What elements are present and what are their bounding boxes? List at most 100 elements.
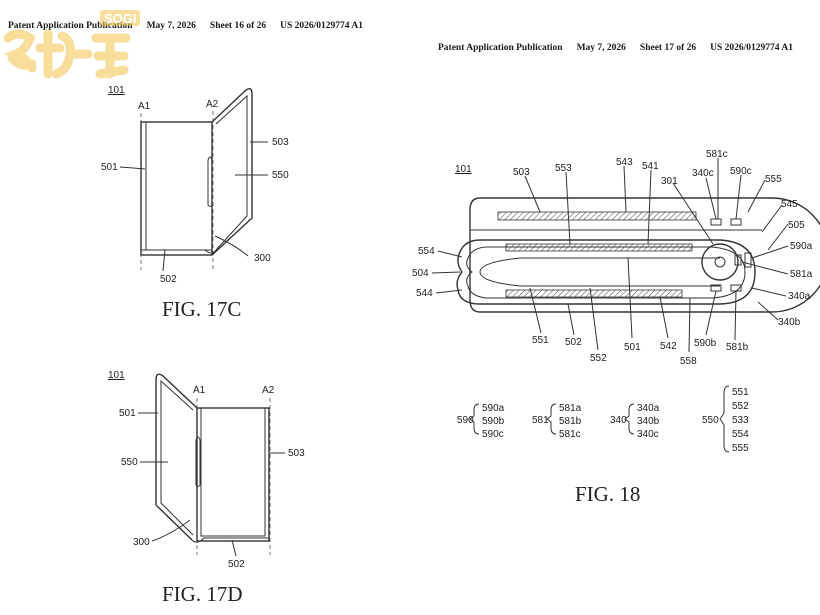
- svg-text:550: 550: [702, 415, 719, 426]
- svg-text:581: 581: [532, 415, 549, 426]
- fig17c-label-501: 501: [101, 162, 118, 173]
- fig18-label-555: 555: [765, 174, 782, 185]
- fig18-plate-543: [497, 211, 697, 221]
- sheet-number: Sheet 16 of 26: [209, 21, 267, 31]
- svg-text:340b: 340b: [637, 416, 660, 427]
- svg-text:590b: 590b: [482, 416, 505, 427]
- patent-number: US 2026/0129774 A1: [280, 21, 363, 31]
- fig18-plate-541: [505, 243, 693, 252]
- fig17c-slot: [207, 156, 213, 207]
- fig17c-label-a1: A1: [138, 101, 151, 112]
- fig17d-inner-panel: [200, 407, 266, 537]
- fig17d-housing-503: [196, 407, 270, 542]
- fig18-label-553: 553: [555, 163, 572, 174]
- fig17d-label-503: 503: [288, 448, 305, 459]
- fig18-label-340c: 340c: [692, 168, 714, 179]
- svg-text:340c: 340c: [637, 429, 659, 440]
- fig18-label-542: 542: [660, 341, 677, 352]
- fig17c-label-300: 300: [254, 253, 271, 264]
- fig18-bend-504: [479, 257, 521, 287]
- fig-17d: 101 A1 A2 501 550 503 300 502 FIG. 17D: [108, 370, 305, 606]
- sheet-header-right: Patent Application Publication May 7, 202…: [438, 43, 807, 53]
- svg-text:533: 533: [732, 415, 749, 426]
- publication-date: May 7, 2026: [576, 43, 626, 53]
- svg-text:581c: 581c: [559, 429, 581, 440]
- svg-text:340: 340: [610, 415, 627, 426]
- sheet-number: Sheet 17 of 26: [639, 43, 697, 53]
- svg-text:555: 555: [732, 443, 749, 454]
- fig17c-label-550: 550: [272, 170, 289, 181]
- fig17c-caption: FIG. 17C: [162, 297, 241, 321]
- publication-title: Patent Application Publication: [438, 43, 563, 53]
- svg-text:590a: 590a: [482, 403, 505, 414]
- fig18-label-558: 558: [680, 356, 697, 367]
- fig17d-label-501: 501: [119, 408, 136, 419]
- fig18-label-541: 541: [642, 161, 659, 172]
- fig18-sensor-590c: [730, 218, 742, 226]
- fig18-caption: FIG. 18: [575, 482, 640, 506]
- fig17d-flexible-display-550: [160, 379, 194, 536]
- fig18-legend-340: 340 340a 340b 340c: [610, 403, 660, 440]
- fig17d-label-300: 300: [133, 537, 150, 548]
- fig17c-housing-501: [140, 121, 213, 256]
- fig18-label-581b: 581b: [726, 342, 749, 353]
- svg-text:340a: 340a: [637, 403, 660, 414]
- fig17c-label-a2: A2: [206, 99, 219, 110]
- fig18-legend-581: 581 581a 581b 581c: [532, 403, 582, 440]
- fig18-magnet-581c: [710, 218, 722, 226]
- fig17d-label-550: 550: [121, 457, 138, 468]
- fig18-ref-101: 101: [455, 164, 472, 175]
- fig-17c: 101 A1 A2 501 503 550 502 300 FIG. 17C: [101, 85, 289, 321]
- fig18-magnet-581a: [734, 254, 742, 266]
- fig18-label-544: 544: [416, 288, 433, 299]
- fig17d-hinge-300: [191, 537, 269, 543]
- fig17d-label-a2: A2: [262, 385, 275, 396]
- fig18-label-590b: 590b: [694, 338, 717, 349]
- fig17c-inner-panel: [145, 121, 213, 251]
- watermark-logo: SOGI: [3, 10, 140, 79]
- fig18-plate-542: [505, 289, 683, 298]
- svg-text:590c: 590c: [482, 429, 504, 440]
- svg-text:552: 552: [732, 401, 749, 412]
- svg-text:SOGI: SOGI: [104, 11, 137, 26]
- svg-text:551: 551: [732, 387, 749, 398]
- fig18-label-340a: 340a: [788, 291, 811, 302]
- fig18-sensor-590a: [744, 252, 752, 268]
- fig17c-label-503: 503: [272, 137, 289, 148]
- sheet-header-left: Patent Application Publication May 7, 202…: [8, 21, 377, 31]
- fig17d-caption: FIG. 17D: [162, 582, 243, 606]
- fig18-legend-590: 590 590a 590b 590c: [457, 403, 505, 440]
- publication-date: May 7, 2026: [146, 21, 196, 31]
- fig18-label-545: 545: [781, 199, 798, 210]
- patent-number: US 2026/0129774 A1: [710, 43, 793, 53]
- svg-text:554: 554: [732, 429, 749, 440]
- fig17d-label-a1: A1: [193, 385, 206, 396]
- fig18-label-301: 301: [661, 176, 678, 187]
- fig18-label-581c: 581c: [706, 149, 728, 160]
- fig18-housing-503: [469, 197, 820, 313]
- fig17c-housing-503: [211, 87, 253, 256]
- fig18-label-503: 503: [513, 167, 530, 178]
- fig17c-label-502: 502: [160, 274, 177, 285]
- fig17c-ref-101: 101: [108, 85, 125, 96]
- fig17c-flexible-display-550: [215, 94, 248, 251]
- fig17d-housing-501: [155, 373, 198, 541]
- fig-18: 101: [412, 149, 820, 506]
- fig18-label-504: 504: [412, 268, 429, 279]
- fig18-label-551: 551: [532, 335, 549, 346]
- svg-text:581b: 581b: [559, 416, 582, 427]
- fig18-label-543: 543: [616, 157, 633, 168]
- fig18-label-554: 554: [418, 246, 435, 257]
- fig17d-ref-101: 101: [108, 370, 125, 381]
- svg-text:590: 590: [457, 415, 474, 426]
- fig18-label-590c: 590c: [730, 166, 752, 177]
- fig18-legend-550: 550 551 552 533 554 555: [702, 385, 749, 454]
- publication-title: Patent Application Publication: [8, 21, 133, 31]
- svg-text:581a: 581a: [559, 403, 582, 414]
- fig17d-label-502: 502: [228, 559, 245, 570]
- fig17c-hinge-300: [141, 249, 217, 254]
- fig18-label-501: 501: [624, 342, 641, 353]
- fig18-label-590a: 590a: [790, 241, 813, 252]
- fig18-label-581a: 581a: [790, 269, 813, 280]
